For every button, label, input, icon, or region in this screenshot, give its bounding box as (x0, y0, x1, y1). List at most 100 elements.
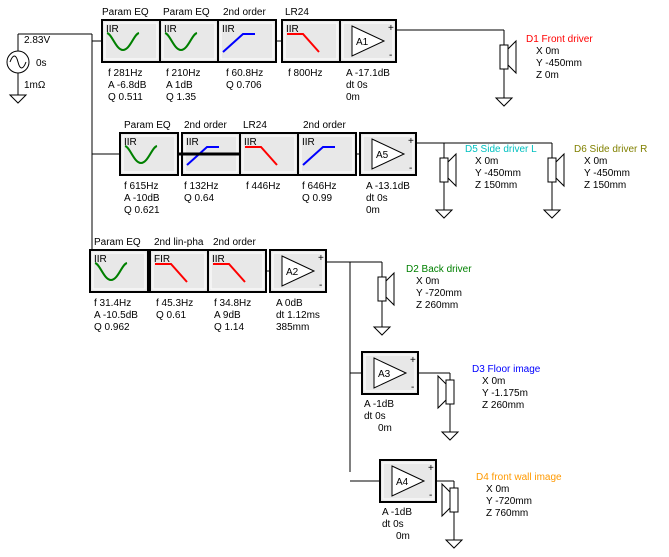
amplifier-A1[interactable]: A1+- (339, 19, 397, 63)
amplifier-param: dt 1.12ms (276, 310, 320, 321)
driver-coordinate: X 0m (416, 276, 439, 287)
speaker-D1-front-driver[interactable] (499, 39, 517, 75)
plus-sign: + (318, 253, 324, 264)
speaker-magnet-icon (445, 379, 455, 405)
filter-block-1-3[interactable]: IIR (217, 19, 277, 63)
amplifier-label: A5 (376, 150, 389, 161)
filter-param: f 446Hz (246, 181, 280, 192)
filter-param: A 9dB (214, 310, 241, 321)
filter-block-bevel (242, 135, 296, 173)
filter-block-body[interactable] (159, 19, 219, 63)
filter-param: Q 0.962 (94, 322, 130, 333)
ground-triangle (8, 94, 28, 104)
filter-block-body[interactable] (89, 249, 149, 293)
amplifier-A5[interactable]: A5+- (359, 132, 417, 176)
amplifier-param: dt 0s (346, 80, 368, 91)
filter-block-bevel (284, 22, 338, 60)
filter-block-body[interactable] (297, 132, 357, 176)
peak-response-curve (124, 145, 158, 165)
amplifier-bevel (342, 22, 394, 60)
speaker-D4[interactable] (441, 482, 459, 518)
filter-block-body[interactable] (217, 19, 277, 63)
amplifier-param: A -13.1dB (366, 181, 410, 192)
filter-block-2-1[interactable]: IIR (119, 132, 179, 176)
filter-type-label: IIR (186, 137, 199, 148)
filter-block-3-2[interactable]: FIR (149, 249, 209, 293)
filter-title: 2nd order (223, 7, 266, 18)
filter-block-bevel (92, 252, 146, 290)
plus-sign: + (388, 23, 394, 34)
filter-param: Q 0.61 (156, 310, 186, 321)
filter-param: Q 1.14 (214, 322, 244, 333)
amplifier-bevel (364, 354, 416, 392)
filter-param: f 45.3Hz (156, 298, 193, 309)
peak-response-curve (94, 262, 128, 282)
ground-icon (434, 209, 454, 219)
ground-triangle (494, 97, 514, 107)
filter-title: Param EQ (163, 7, 210, 18)
driver-coordinate: Y -720mm (486, 496, 532, 507)
filter-title: 2nd order (213, 237, 256, 248)
amplifier-param: A 0dB (276, 298, 303, 309)
driver-coordinate: Y -1.175m (482, 388, 528, 399)
filter-title: Param EQ (124, 120, 171, 131)
filter-title: LR24 (285, 7, 309, 18)
amplifier-param: A -17.1dB (346, 68, 390, 79)
filter-block-body[interactable] (281, 19, 341, 63)
filter-block-body[interactable] (101, 19, 161, 63)
filter-type-label: IIR (212, 254, 225, 265)
filter-block-body[interactable] (207, 249, 267, 293)
amplifier-body[interactable] (359, 132, 417, 176)
plus-sign: + (410, 355, 416, 366)
speaker-magnet-icon (449, 487, 459, 513)
speaker-D2-back-driver[interactable] (377, 271, 395, 307)
speaker-magnet-icon (439, 157, 449, 183)
plus-sign: + (408, 136, 414, 147)
speaker-cone-icon (555, 152, 565, 188)
driver-coordinate: X 0m (475, 156, 498, 167)
filter-title: LR24 (243, 120, 267, 131)
filter-block-body[interactable] (119, 132, 179, 176)
amplifier-label: A2 (286, 267, 299, 278)
amplifier-A4[interactable]: A4+- (379, 459, 437, 503)
amplifier-A2[interactable]: A2+- (269, 249, 327, 293)
filter-block-3-3[interactable]: IIR (207, 249, 267, 293)
ground-triangle (440, 431, 460, 441)
filter-type-label: IIR (106, 24, 119, 35)
source-voltage: 2.83V (24, 35, 50, 46)
filter-param: f 132Hz (184, 181, 218, 192)
speaker-D3[interactable] (437, 374, 455, 410)
amplifier-param: 385mm (276, 322, 309, 333)
filter-block-bevel (104, 22, 158, 60)
driver-coordinate: X 0m (536, 46, 559, 57)
filter-param: f 646Hz (302, 181, 336, 192)
minus-sign: - (389, 50, 392, 61)
amplifier-triangle-icon (391, 465, 426, 497)
filter-type-label: IIR (244, 137, 257, 148)
filter-param: f 31.4Hz (94, 298, 131, 309)
amplifier-param: 0m (396, 531, 410, 542)
filter-block-3-1[interactable]: IIR (89, 249, 149, 293)
filter-block-body[interactable] (239, 132, 299, 176)
filter-block-2-3[interactable]: IIR (239, 132, 299, 176)
speaker-D6-side-driver-R[interactable] (547, 152, 565, 188)
speaker-magnet-icon (499, 44, 509, 70)
ground-icon (444, 539, 464, 549)
filter-type-label: IIR (164, 24, 177, 35)
driver-coordinate: X 0m (486, 484, 509, 495)
amplifier-A3[interactable]: A3+- (361, 351, 419, 395)
speaker-cone-icon (437, 374, 447, 410)
filter-block-1-1[interactable]: IIR (101, 19, 161, 63)
driver-coordinate: X 0m (584, 156, 607, 167)
filter-block-1-2[interactable]: IIR (159, 19, 219, 63)
filter-block-2-4[interactable]: IIR (297, 132, 357, 176)
speaker-cone-icon (441, 482, 451, 518)
filter-title: 2nd order (303, 120, 346, 131)
speaker-D5-side-driver-L[interactable] (439, 152, 457, 188)
driver-name: D1 Front driver (526, 34, 593, 45)
source-ground-icon (8, 94, 28, 104)
filter-block-bevel (152, 252, 206, 290)
filter-block-1-4[interactable]: IIR (281, 19, 341, 63)
